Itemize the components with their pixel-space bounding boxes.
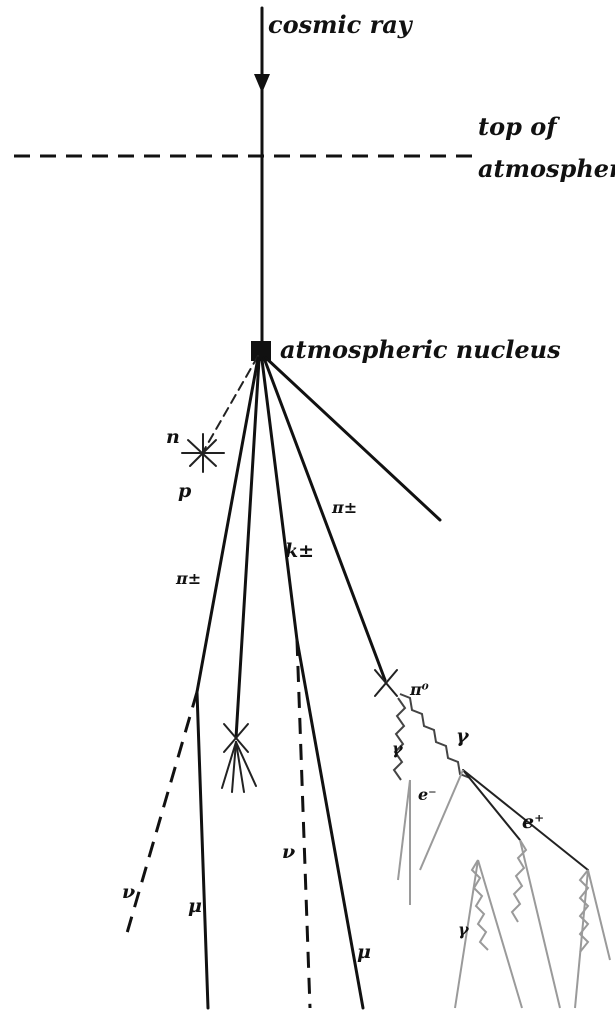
gamma-left-label: γ [392, 739, 404, 758]
top-of-atmosphere-label-line1: top of [478, 112, 560, 141]
charged-kaon-label: k± [285, 540, 314, 562]
neutrino-center-label: ν [282, 841, 295, 863]
top-of-atmosphere-label-line2: atmosphere [478, 154, 615, 183]
gamma-bottom-label: γ [458, 920, 470, 939]
cascade-track-4 [588, 870, 610, 960]
electron-label: e⁻ [418, 785, 437, 804]
proton-label: p [178, 480, 192, 502]
cascade-gamma-1 [472, 860, 488, 950]
atmospheric-nucleus-label: atmospheric nucleus [280, 335, 561, 364]
neutral-pion-label: π⁰ [409, 680, 429, 699]
gamma-right-label: γ [456, 725, 470, 747]
left-neutrino-track [125, 692, 197, 940]
charged-pion-left-label: π± [175, 569, 201, 588]
cosmic-ray-arrowhead [254, 74, 270, 93]
left-muon-track [197, 692, 208, 1008]
positron-label: e⁺ [522, 811, 544, 833]
cosmic-ray-label: cosmic ray [268, 10, 414, 39]
left-shower-track-1 [398, 780, 410, 880]
neutron-label: n [166, 426, 180, 448]
charged-pion-right-label: π± [331, 498, 357, 517]
cascade-track-3 [520, 840, 560, 1008]
gamma-pair-right-1 [463, 770, 520, 840]
neutrino-left-label: ν [122, 881, 135, 903]
far-right-track [266, 358, 440, 520]
muon-right-label: μ [357, 941, 371, 963]
muon-left-label: μ [188, 895, 202, 917]
